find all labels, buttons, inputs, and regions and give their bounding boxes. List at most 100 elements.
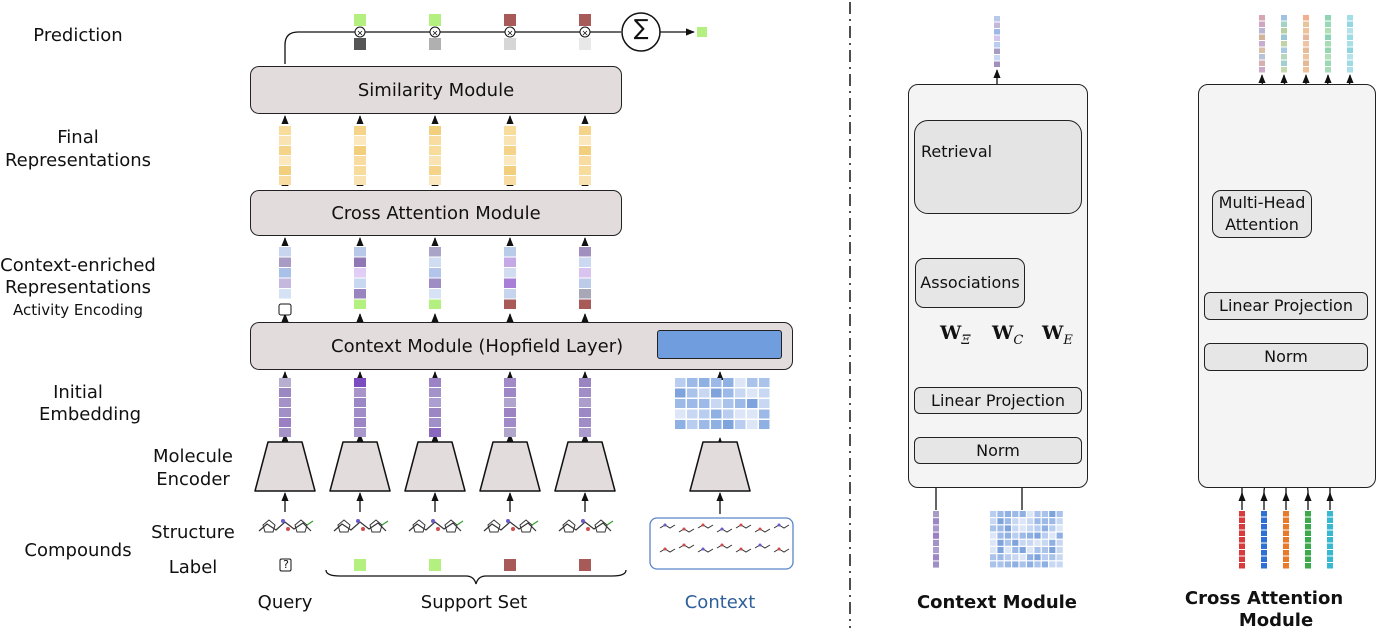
cm-context-input-cell	[1012, 554, 1019, 561]
ca-output-cell	[1303, 67, 1309, 73]
context-molecule-atom	[663, 523, 667, 527]
ca-input-cell	[1283, 530, 1289, 536]
cross-attention-title-1: Cross Attention	[1184, 588, 1344, 609]
molecule-structure	[483, 521, 537, 532]
cm-output-cell	[994, 55, 1000, 61]
ca-output-cell	[1347, 67, 1353, 73]
context-embedding-cell	[675, 388, 686, 398]
prediction-output-cell	[697, 27, 707, 37]
molecule-structure	[262, 519, 276, 533]
context-enriched-cell	[429, 299, 441, 309]
ca-output-cell	[1347, 47, 1353, 53]
ca-output-cell	[1303, 60, 1309, 66]
final-representation-cell	[429, 126, 441, 135]
ca-input-cell	[1327, 537, 1333, 543]
ca-input-cell	[1283, 537, 1289, 543]
context-embedding-cell	[735, 420, 746, 429]
support-set-label: Support Set	[420, 592, 528, 613]
support-label-cell	[354, 559, 366, 571]
molecule-structure-bond	[531, 520, 539, 526]
context-embedding-cell	[747, 399, 758, 408]
ca-input-cell	[1261, 537, 1267, 543]
cm-context-input-cell	[1056, 532, 1063, 539]
molecule-structure-atom	[281, 519, 285, 523]
initial-embedding-cell	[579, 398, 591, 407]
context-embedding-cell	[687, 420, 698, 429]
cm-context-input-cell	[1056, 511, 1063, 517]
molecule-structure-bond	[456, 520, 464, 526]
molecule-structure	[412, 519, 426, 533]
initial-embedding-cell	[579, 428, 591, 437]
ca-input-cell	[1327, 511, 1333, 517]
final-representation-cell	[279, 146, 291, 155]
multiply-glyph: ×	[582, 29, 589, 38]
ca-input-cell	[1327, 530, 1333, 536]
final-representation-cell	[429, 146, 441, 155]
cm-context-input-cell	[1027, 547, 1034, 553]
initial-embedding-cell	[579, 378, 591, 387]
context-molecule-atom	[758, 543, 762, 547]
molecule-structure-atom	[431, 519, 435, 523]
context-molecule-atom	[682, 543, 686, 547]
initial-embedding-cell	[504, 428, 516, 437]
context-embedding-cell	[711, 388, 722, 398]
ca-output-cell	[1325, 41, 1331, 47]
multiply-circle	[429, 26, 441, 38]
cm-context-input-cell	[1012, 561, 1019, 568]
cm-context-input-cell	[1034, 547, 1041, 553]
ca-output-cell	[1347, 21, 1353, 27]
ca-output-cell	[1281, 41, 1287, 47]
final-representation-cell	[354, 176, 366, 185]
ca-output-cell	[1281, 21, 1287, 27]
molecule-encoder-trapezoid	[689, 441, 751, 492]
cm-output-cell	[994, 29, 1000, 35]
initial-embedding-cell	[504, 388, 516, 397]
ca-output-cell	[1347, 60, 1353, 66]
initial-embedding-cell	[354, 378, 366, 387]
context-enriched-cell	[504, 278, 516, 288]
context-module-label: Context Module (Hopfield Layer)	[331, 335, 624, 357]
ca-output-cell	[1325, 21, 1331, 27]
context-enriched-cell	[354, 257, 366, 267]
ca-input-cell	[1239, 556, 1245, 562]
context-molecule	[773, 548, 790, 553]
cm-context-input-cell	[997, 561, 1004, 568]
cm-context-input-cell	[990, 554, 997, 561]
initial-embedding-cell	[429, 378, 441, 387]
context-embedding-cell	[699, 378, 710, 387]
cm-context-input-cell	[1056, 518, 1063, 525]
cm-output-cell	[994, 16, 1000, 22]
cm-context-input-cell	[997, 554, 1004, 561]
label-molecule: Molecule	[153, 446, 233, 467]
similarity-score-cell	[354, 38, 366, 50]
support-label-cell	[579, 559, 591, 571]
sum-symbol: ∑	[633, 16, 649, 41]
ca-input-cell	[1261, 563, 1267, 569]
cm-context-input-cell	[1049, 532, 1056, 539]
context-molecule-atom	[663, 547, 667, 551]
cm-context-input-cell	[990, 518, 997, 525]
label-embedding: Embedding	[38, 404, 142, 425]
w-xi-label: WΞ	[940, 322, 971, 348]
context-embedding-cell	[747, 378, 758, 387]
label-initial: Initial	[53, 382, 103, 403]
ca-input-cell	[1239, 563, 1245, 569]
context-enriched-cell	[429, 289, 441, 299]
context-embedding-cell	[759, 409, 770, 419]
cm-context-input-cell	[1019, 532, 1026, 539]
ca-output-cell	[1259, 15, 1265, 21]
initial-embedding-cell	[579, 418, 591, 427]
cm-context-input-cell	[997, 547, 1004, 553]
final-representation-cell	[429, 176, 441, 185]
molecule-structure	[294, 519, 308, 533]
cm-context-input-cell	[1004, 554, 1011, 561]
initial-embedding-cell	[279, 408, 291, 417]
ca-input-cell	[1261, 556, 1267, 562]
context-embedding-cell	[759, 420, 770, 429]
context-enriched-cell	[504, 268, 516, 278]
ca-output-cell	[1259, 41, 1265, 47]
ca-output-cell	[1281, 28, 1287, 34]
ca-input-cell	[1239, 517, 1245, 523]
molecule-structure	[369, 519, 383, 533]
ca-input-cell	[1239, 550, 1245, 556]
